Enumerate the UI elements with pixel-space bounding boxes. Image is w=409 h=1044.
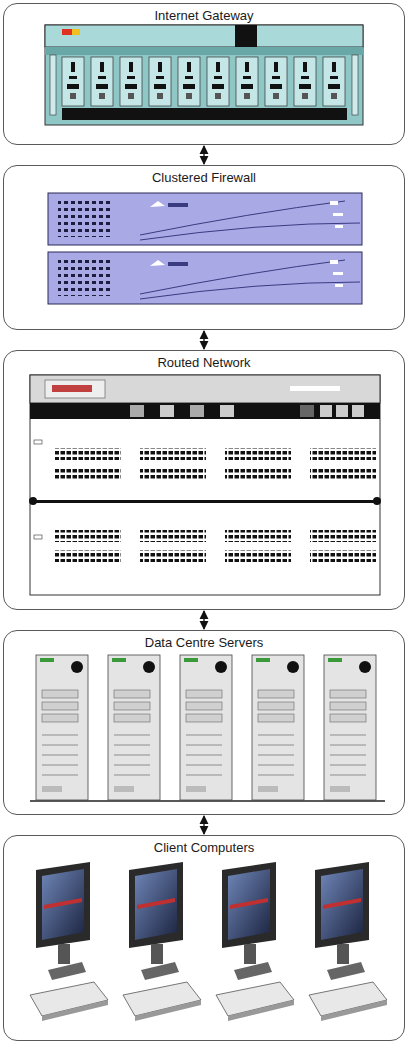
client-computers [30, 862, 387, 1021]
box-title: Internet Gateway [4, 4, 404, 24]
port-block [140, 448, 206, 460]
double-arrow [203, 611, 204, 629]
line-card [149, 57, 171, 106]
client-computer [309, 862, 387, 1021]
client-computer [30, 862, 108, 1021]
port-block [225, 448, 291, 460]
gateway-chassis [45, 25, 363, 125]
port-block [55, 550, 121, 562]
client-computer [123, 862, 201, 1021]
line-card [323, 57, 345, 106]
double-arrow [203, 146, 204, 164]
line-card [236, 57, 258, 106]
server-tower [252, 655, 304, 800]
line-card [265, 57, 287, 106]
line-card [178, 57, 200, 106]
port-block [140, 468, 206, 480]
server-tower [180, 655, 232, 800]
line-card [207, 57, 229, 106]
clients-box: Client Computers [3, 835, 405, 1041]
port-block [310, 530, 376, 542]
box-title: Data Centre Servers [4, 631, 404, 651]
server-tower [36, 655, 88, 800]
box-title: Routed Network [4, 351, 404, 371]
port-block [140, 550, 206, 562]
port-block [225, 550, 291, 562]
port-block [140, 530, 206, 542]
server-tower [324, 655, 376, 800]
port-block [310, 550, 376, 562]
double-arrow [203, 816, 204, 834]
servers-box: Data Centre Servers [3, 630, 405, 815]
line-card [91, 57, 113, 106]
server-tower [108, 655, 160, 800]
box-title: Clustered Firewall [4, 166, 404, 186]
port-block [310, 448, 376, 460]
port-block [225, 468, 291, 480]
line-card [62, 57, 84, 106]
port-block [55, 448, 121, 460]
firewall-units [48, 193, 362, 304]
box-title: Client Computers [4, 836, 404, 856]
port-block [55, 468, 121, 480]
port-block [55, 530, 121, 542]
client-computer [216, 862, 294, 1021]
line-card [120, 57, 142, 106]
gateway-box: Internet Gateway [3, 3, 405, 145]
port-block [225, 530, 291, 542]
port-block [310, 468, 376, 480]
double-arrow [203, 331, 204, 349]
network-switch [29, 375, 381, 595]
network-box: Routed Network [3, 350, 405, 610]
firewall-box: Clustered Firewall [3, 165, 405, 330]
line-card [294, 57, 316, 106]
server-towers [30, 655, 385, 801]
